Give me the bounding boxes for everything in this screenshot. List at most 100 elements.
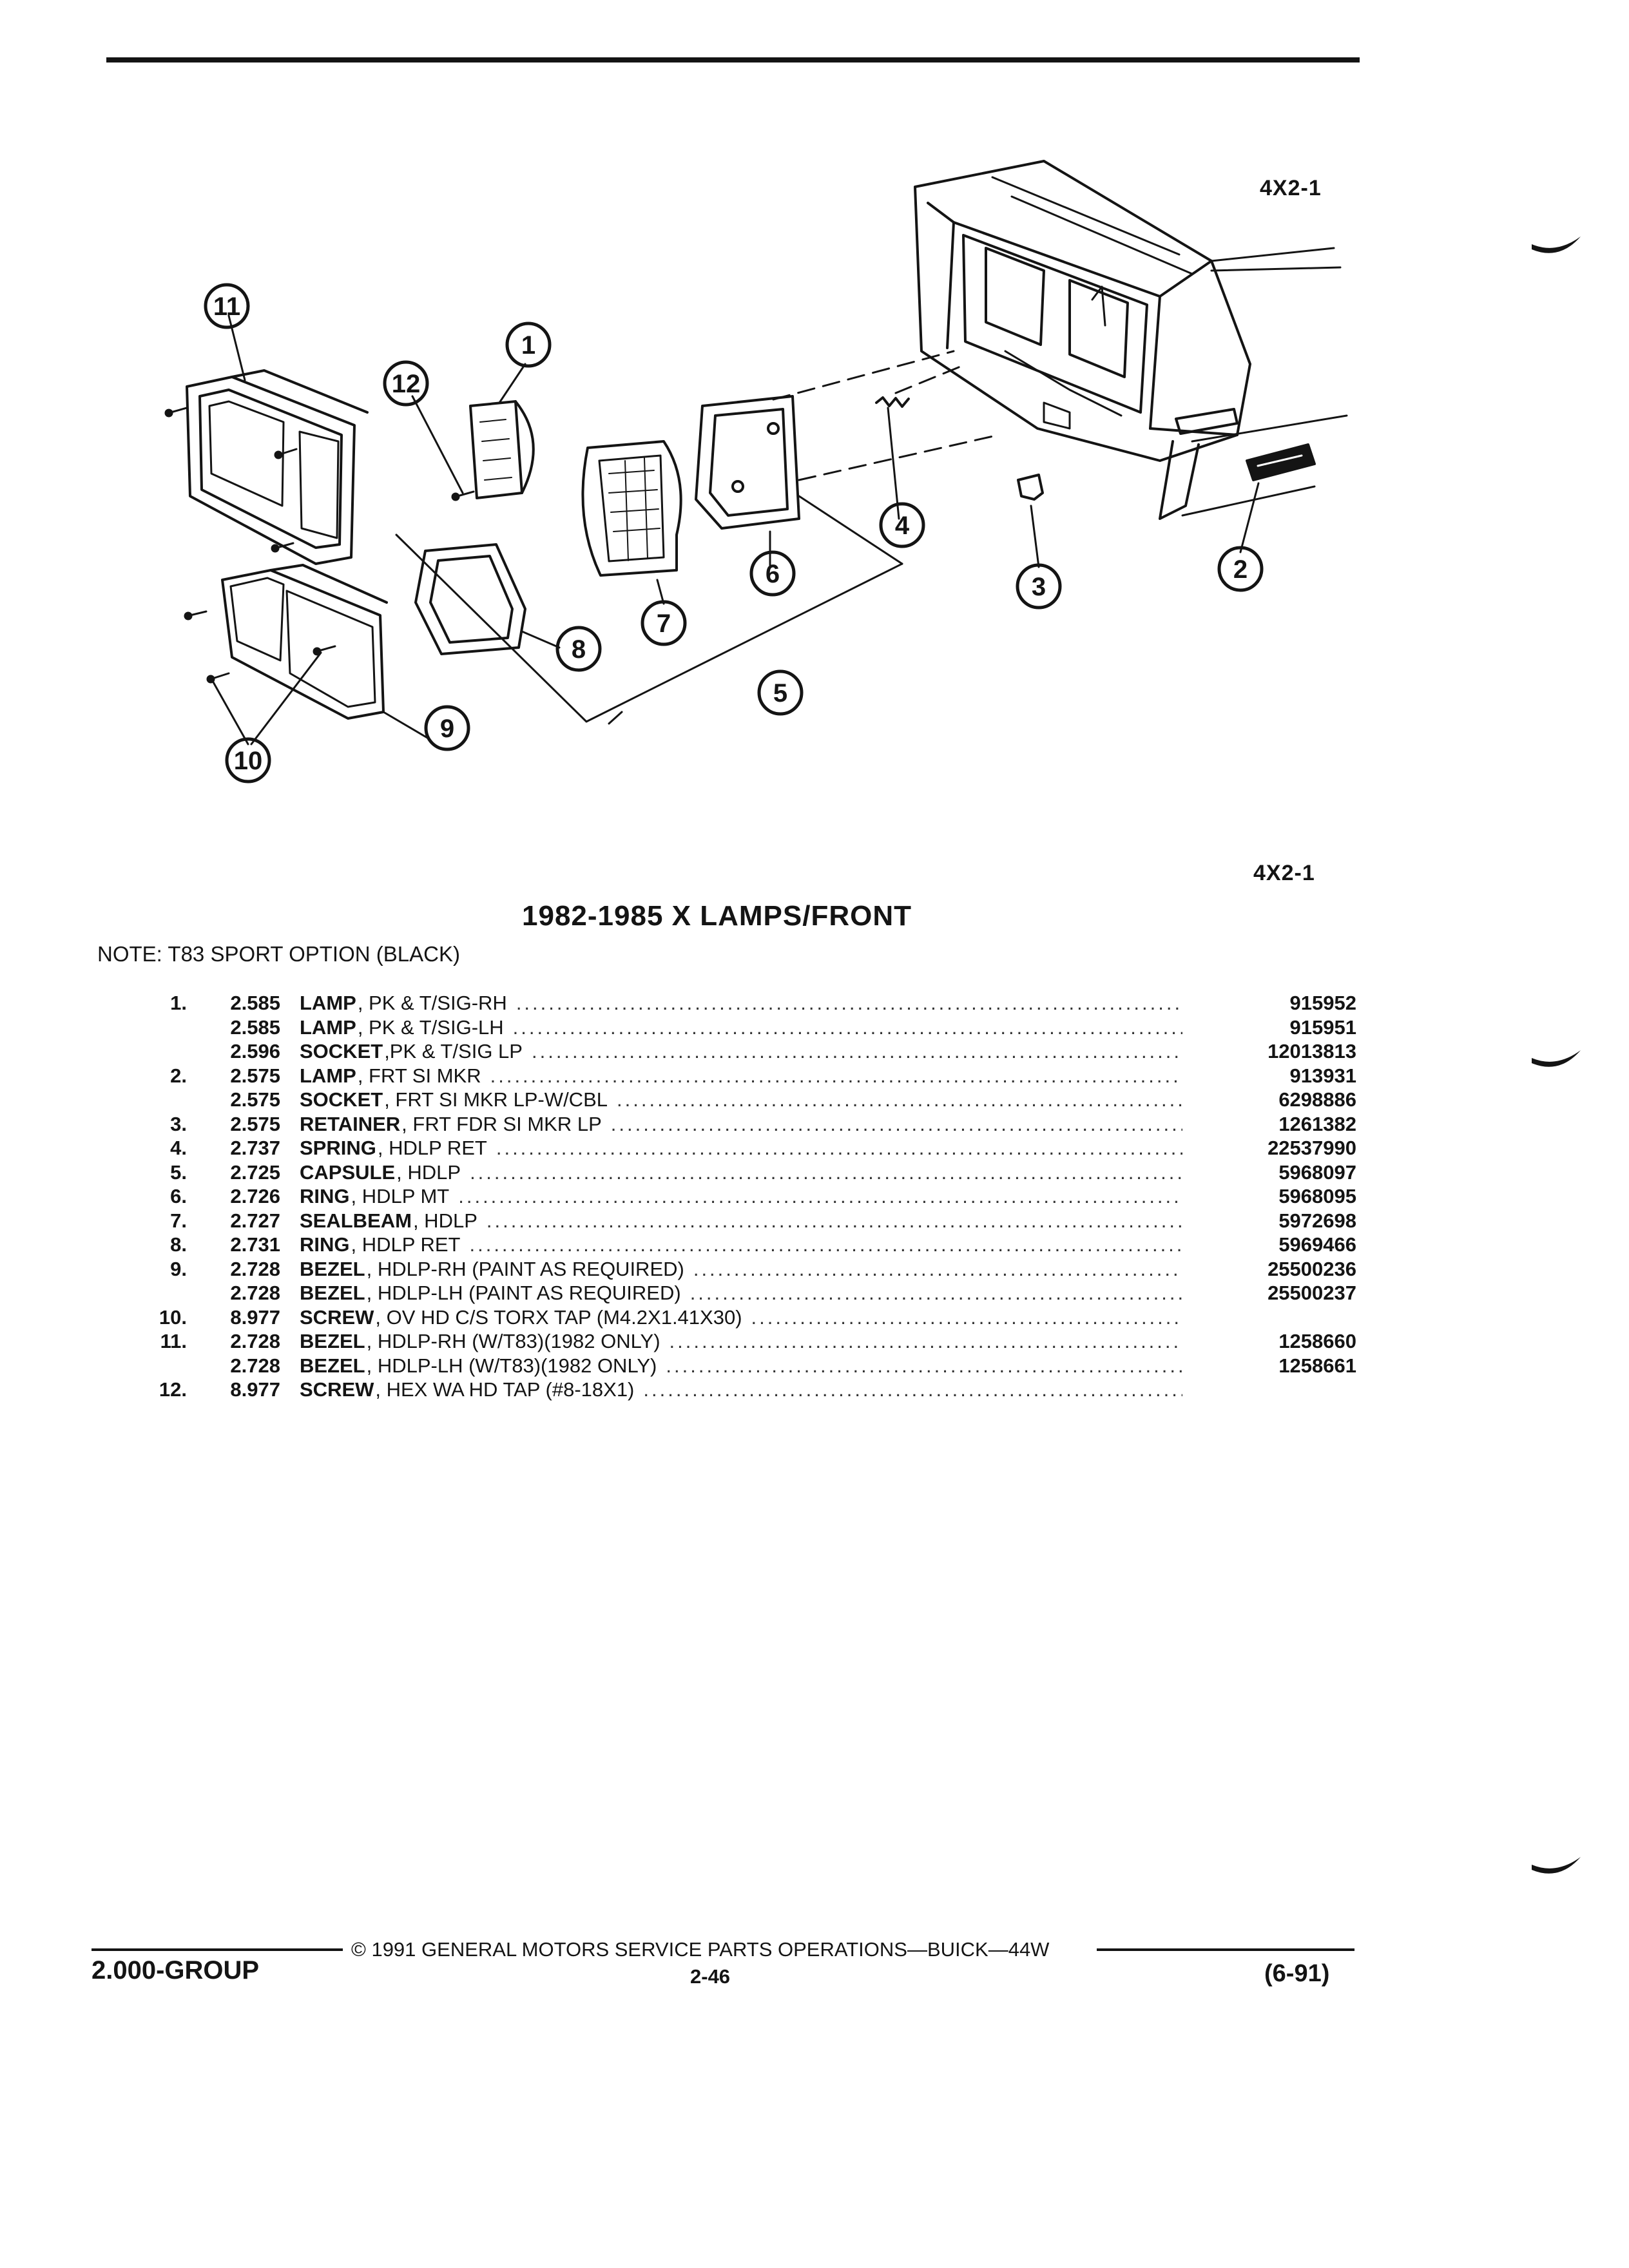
part-detail: , HDLP RET (377, 1137, 487, 1159)
leader-lines (211, 314, 1260, 745)
part-name: LAMP (300, 1064, 356, 1087)
callout-circles (204, 283, 1264, 783)
part-number: 6298886 (1278, 1088, 1356, 1111)
part-description: BEZEL, HDLP-RH (W/T83)(1982 ONLY) (280, 1329, 1202, 1354)
part-description: RING, HDLP RET (280, 1233, 1202, 1257)
part-number: 12013813 (1268, 1040, 1356, 1062)
part-group-number: 2.731 (230, 1233, 280, 1256)
page-title: 1982-1985 X LAMPS/FRONT (522, 900, 912, 932)
binder-mark (1532, 1857, 1581, 1874)
dot-leader (496, 1136, 1182, 1160)
dot-leader (516, 991, 1182, 1015)
callout-6: 6 (766, 560, 780, 588)
bezel-t83 (186, 369, 369, 565)
bezel-part (221, 564, 388, 720)
part-detail: ,PK & T/SIG LP (384, 1040, 523, 1062)
part-item-number: 1. (170, 992, 187, 1014)
mounting-ring (695, 395, 800, 530)
part-description: RING, HDLP MT (280, 1184, 1202, 1209)
part-group-number: 2.728 (230, 1257, 280, 1280)
part-item-number: 6. (170, 1185, 187, 1207)
dot-leader (670, 1329, 1182, 1354)
part-number: 5968095 (1278, 1185, 1356, 1207)
part-item-number: 2. (170, 1064, 187, 1087)
part-name: SCREW (300, 1378, 374, 1401)
callout-numbers: 11 1 12 2 3 4 6 7 8 5 9 10 (213, 293, 1248, 775)
callout-12: 12 (392, 370, 421, 398)
callout-2: 2 (1233, 555, 1248, 584)
part-number: 1261382 (1278, 1112, 1356, 1135)
vehicle-front-end (914, 160, 1348, 520)
dot-leader (469, 1233, 1182, 1257)
retainer-part (1017, 474, 1044, 501)
part-group-number: 2.726 (230, 1185, 280, 1207)
part-description: SPRING, HDLP RET (280, 1136, 1202, 1160)
screws (164, 407, 475, 684)
binder-mark (1532, 1050, 1581, 1067)
part-detail: , FRT SI MKR (357, 1064, 481, 1087)
part-group-number: 2.575 (230, 1088, 280, 1111)
callout-7: 7 (657, 610, 671, 638)
dot-leader (751, 1305, 1182, 1330)
part-group-number: 2.596 (230, 1040, 280, 1062)
part-group-number: 2.728 (230, 1354, 280, 1377)
dot-leader (458, 1184, 1182, 1209)
part-name: SPRING (300, 1137, 376, 1159)
part-item-number: 8. (170, 1233, 187, 1256)
part-group-number: 2.728 (230, 1330, 280, 1352)
callout-4: 4 (895, 512, 910, 540)
part-name: RETAINER (300, 1112, 401, 1135)
spring-part (875, 396, 910, 408)
page-note: NOTE: T83 SPORT OPTION (BLACK) (97, 942, 460, 966)
part-name: RING (300, 1185, 350, 1207)
part-number: 25500237 (1268, 1282, 1356, 1304)
part-description: LAMP, FRT SI MKR (280, 1064, 1202, 1088)
part-item-number: 7. (170, 1209, 187, 1232)
dot-leader (690, 1281, 1182, 1305)
dot-leader (611, 1112, 1182, 1137)
footer-copyright: © 1991 GENERAL MOTORS SERVICE PARTS OPER… (351, 1938, 1050, 1961)
callout-10: 10 (234, 747, 263, 775)
figure-code-bottom: 4X2-1 (1253, 861, 1315, 885)
part-number: 25500236 (1268, 1257, 1356, 1280)
part-description: SOCKET, FRT SI MKR LP-W/CBL (280, 1088, 1202, 1112)
part-group-number: 2.728 (230, 1282, 280, 1304)
part-group-number: 8.977 (230, 1305, 280, 1329)
part-item-number: 5. (170, 1160, 187, 1184)
part-group-number: 2.575 (230, 1064, 280, 1087)
part-number: 913931 (1289, 1064, 1356, 1087)
part-item-number: 10. (159, 1305, 187, 1329)
part-detail: , HDLP (412, 1209, 477, 1232)
sealbeam-lamp (581, 440, 682, 577)
part-description: SOCKET,PK & T/SIG LP (280, 1039, 1202, 1064)
part-description: SEALBEAM, HDLP (280, 1209, 1202, 1233)
part-name: SOCKET (300, 1040, 383, 1062)
part-item-number: 4. (170, 1137, 187, 1159)
callout-9: 9 (440, 715, 454, 743)
footer-page-number: 2-46 (690, 1965, 731, 1988)
part-item-number: 11. (160, 1330, 187, 1352)
part-number: 915952 (1289, 992, 1356, 1014)
part-description: LAMP, PK & T/SIG-RH (280, 991, 1202, 1015)
alignment-lines (772, 350, 1000, 481)
part-description: BEZEL, HDLP-LH (W/T83)(1982 ONLY) (280, 1354, 1202, 1378)
part-detail: , HDLP-LH (PAINT AS REQUIRED) (366, 1282, 681, 1304)
top-rule (106, 57, 1360, 62)
dot-leader (513, 1015, 1182, 1040)
part-description: BEZEL, HDLP-LH (PAINT AS REQUIRED) (280, 1281, 1202, 1305)
callout-11: 11 (213, 293, 240, 321)
dot-leader (666, 1354, 1182, 1378)
part-detail: , HDLP-RH (W/T83)(1982 ONLY) (366, 1330, 660, 1352)
part-group-number: 2.727 (230, 1209, 280, 1232)
retaining-ring (414, 543, 526, 655)
part-description: BEZEL, HDLP-RH (PAINT AS REQUIRED) (280, 1257, 1202, 1282)
callout-1: 1 (521, 331, 535, 360)
part-name: BEZEL (300, 1354, 365, 1377)
